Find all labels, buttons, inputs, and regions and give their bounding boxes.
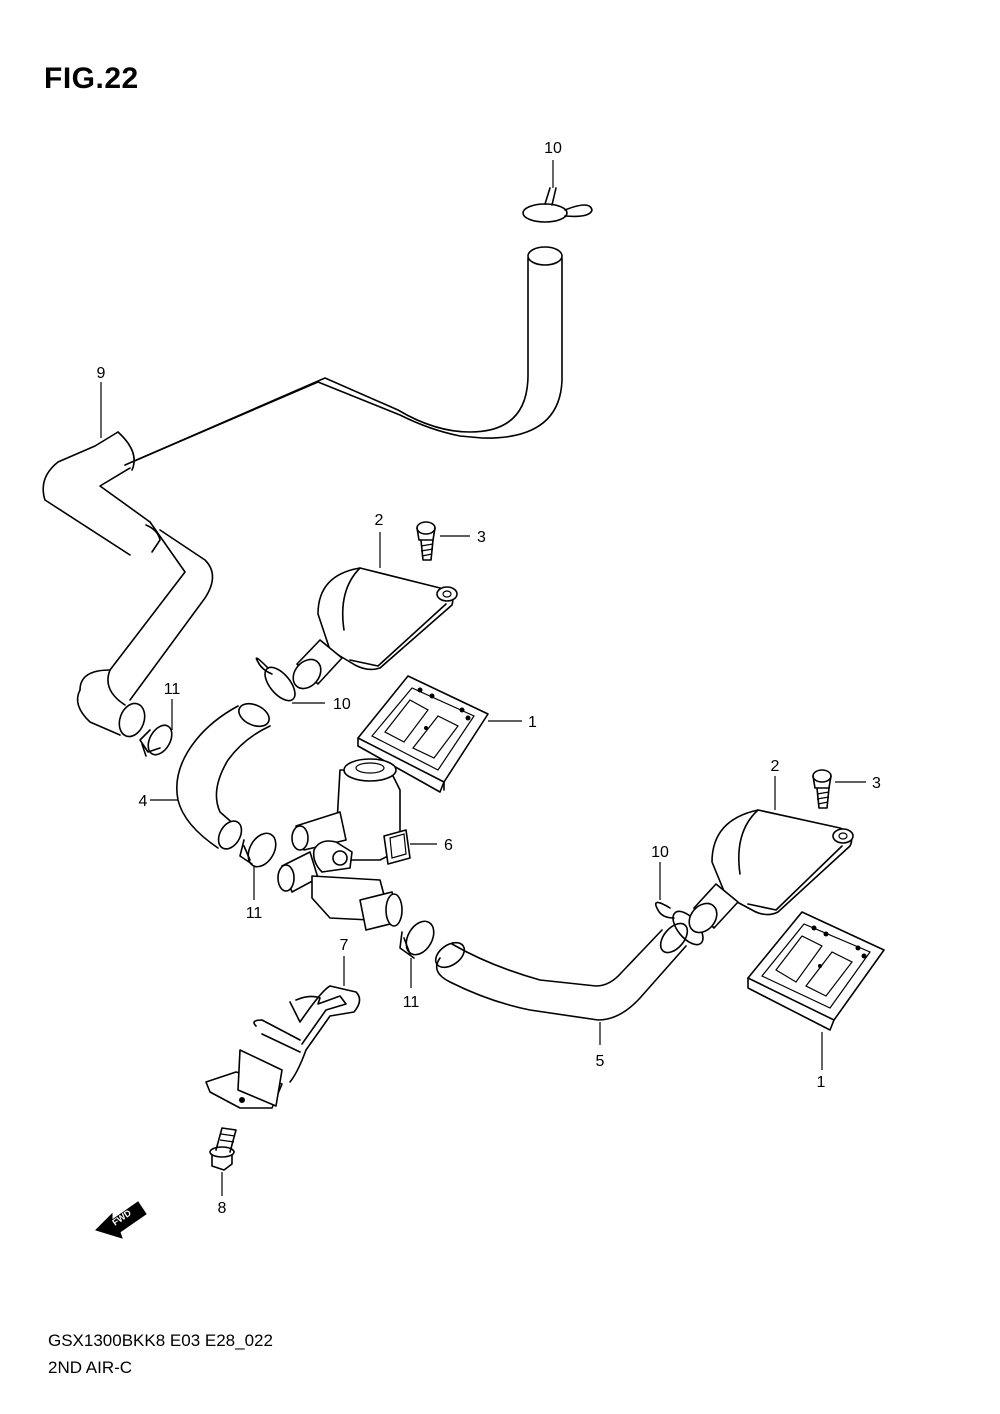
cover-part-2-left[interactable] xyxy=(288,567,458,694)
callout-1-left: 1 xyxy=(528,714,537,731)
bracket-part-7[interactable] xyxy=(205,985,361,1109)
bolt-part-8[interactable] xyxy=(209,1127,237,1171)
reed-valve-part-1-left[interactable] xyxy=(357,675,489,793)
callout-4: 4 xyxy=(139,793,148,810)
valve-part-6[interactable] xyxy=(277,758,411,931)
figure-title: FIG.22 xyxy=(44,62,139,95)
callout-8: 8 xyxy=(218,1200,227,1217)
callout-2-right: 2 xyxy=(771,758,780,775)
clamp-part-11-mid[interactable] xyxy=(239,828,281,871)
section-name: 2ND AIR-C xyxy=(48,1358,133,1377)
callout-11-mid: 11 xyxy=(246,905,263,922)
reed-valve-part-1-right[interactable] xyxy=(747,911,885,1031)
callout-10-right: 10 xyxy=(651,844,669,861)
callout-10-top: 10 xyxy=(544,140,562,157)
hose-part-5[interactable] xyxy=(431,919,692,1021)
clamp-part-11-lower[interactable] xyxy=(399,916,439,959)
callout-labels: 10 9 2 3 10 1 11 4 6 11 7 11 5 8 2 3 10 … xyxy=(97,140,881,1217)
callout-11-upper: 11 xyxy=(164,681,181,698)
leader-lines xyxy=(100,160,866,1196)
callout-7: 7 xyxy=(340,937,349,954)
clamp-part-10-top[interactable] xyxy=(522,187,593,223)
callout-1-right: 1 xyxy=(817,1074,826,1091)
callout-3-left: 3 xyxy=(477,529,486,546)
callout-9: 9 xyxy=(97,365,106,382)
hose-part-9[interactable] xyxy=(42,246,563,740)
hose-part-4[interactable] xyxy=(176,699,273,853)
callout-3-right: 3 xyxy=(872,775,881,792)
callout-5: 5 xyxy=(596,1053,605,1070)
bolt-part-3-right[interactable] xyxy=(812,769,832,809)
callout-10-mid: 10 xyxy=(333,696,351,713)
model-code: GSX1300BKK8 E03 E28_022 xyxy=(48,1331,273,1350)
callout-6: 6 xyxy=(444,837,453,854)
forward-arrow-icon: FWD xyxy=(95,1201,147,1239)
clamp-part-10-mid[interactable] xyxy=(255,657,300,706)
cover-part-2-right[interactable] xyxy=(684,809,854,938)
callout-11-lower: 11 xyxy=(403,994,420,1011)
clamp-part-11-upper[interactable] xyxy=(139,721,177,759)
bolt-part-3-left[interactable] xyxy=(416,521,436,561)
callout-2-left: 2 xyxy=(375,512,384,529)
